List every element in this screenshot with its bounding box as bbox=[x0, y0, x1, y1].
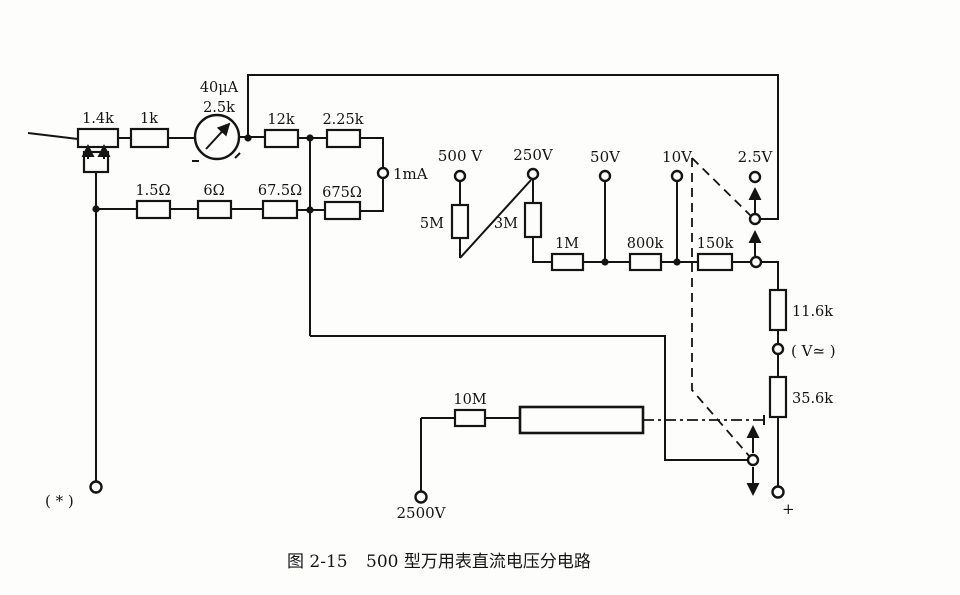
resistor-35.6k-label: 35.6k bbox=[792, 391, 833, 407]
meter-resistance-label: 2.5k bbox=[203, 100, 235, 116]
resistor-5m-body bbox=[450, 203, 470, 240]
resistor-675ohm-label: 675Ω bbox=[322, 185, 362, 201]
resistor-1.4k-label: 1.4k bbox=[82, 111, 114, 127]
terminal-2.5v-label: 2.5V bbox=[738, 148, 774, 166]
wire-3m-branch bbox=[532, 179, 552, 263]
resistor-12k-body bbox=[263, 128, 300, 149]
terminal-50v-label: 50V bbox=[590, 148, 621, 166]
terminal-plus-label: + bbox=[782, 500, 795, 518]
resistor-10m-body bbox=[453, 408, 487, 428]
resistor-1.5ohm-body bbox=[135, 199, 172, 220]
resistor-2.25k-label: 2.25k bbox=[322, 112, 363, 128]
terminal-50v bbox=[598, 169, 612, 183]
meter-polarity-mark-right bbox=[234, 152, 241, 159]
resistor-12k-label: 12k bbox=[267, 112, 294, 128]
resistor-1m-label: 1M bbox=[555, 236, 579, 252]
terminal-250v-label: 250V bbox=[513, 146, 554, 164]
resistor-6ohm-body bbox=[196, 199, 233, 220]
resistor-1m-body bbox=[550, 252, 585, 272]
terminal-common-label: ( * ) bbox=[45, 492, 74, 510]
resistor-800k-label: 800k bbox=[627, 236, 664, 252]
hv-resistor-body bbox=[518, 405, 645, 435]
selector-wiper-2.5v bbox=[748, 212, 762, 226]
resistor-67.5ohm-label: 67.5Ω bbox=[258, 183, 302, 199]
switch-arm-500v-250v bbox=[459, 179, 532, 259]
terminal-2500v-label: 2500V bbox=[396, 504, 446, 522]
resistor-6ohm-label: 6Ω bbox=[203, 183, 224, 199]
resistor-800k-body bbox=[628, 252, 663, 272]
terminal-1ma bbox=[376, 166, 390, 180]
terminal-10v-label: 10V bbox=[662, 148, 693, 166]
terminal-1ma-label: 1mA bbox=[393, 165, 428, 183]
terminal-500v bbox=[453, 169, 467, 183]
resistor-1.5ohm-label: 1.5Ω bbox=[135, 183, 170, 199]
resistor-2.25k-body bbox=[325, 128, 362, 149]
figure-caption-number: 图 2-15 bbox=[287, 552, 348, 572]
terminal-plus bbox=[771, 485, 785, 499]
terminal-common-star bbox=[89, 480, 103, 494]
resistor-11.6k-body bbox=[768, 288, 788, 332]
junction-circle-150k-out bbox=[749, 255, 763, 269]
resistor-67.5ohm-body bbox=[261, 199, 299, 220]
resistor-11.6k-label: 11.6k bbox=[792, 304, 833, 320]
resistor-1k-body bbox=[129, 127, 170, 149]
resistor-1k-label: 1k bbox=[140, 111, 158, 127]
resistor-3m-body bbox=[523, 201, 543, 239]
resistor-3m-label: 3M bbox=[494, 216, 518, 232]
terminal-vdc-label: ( V≃ ) bbox=[791, 342, 836, 360]
terminal-2500v bbox=[414, 490, 428, 504]
input-lead-wire bbox=[27, 132, 79, 140]
terminal-vdc bbox=[771, 342, 785, 356]
selector-wiper-bottom bbox=[746, 453, 760, 467]
junction-dot-shunt bbox=[306, 206, 314, 214]
resistor-675ohm-body bbox=[323, 200, 362, 221]
meter-needle-icon bbox=[205, 122, 231, 150]
resistor-35.6k-body bbox=[768, 375, 788, 419]
terminal-10v bbox=[670, 169, 684, 183]
terminal-2.5v bbox=[748, 170, 762, 184]
wire-r225k-1ma-loop bbox=[298, 137, 384, 212]
terminal-250v bbox=[526, 167, 540, 181]
meter-current-label: 40μA bbox=[200, 80, 239, 96]
resistor-5m-label: 5M bbox=[420, 216, 444, 232]
terminal-500v-label: 500 V bbox=[438, 147, 483, 165]
resistor-150k-body bbox=[696, 252, 734, 272]
resistor-1.4k-body bbox=[76, 127, 120, 149]
selector-dashed-path-upper bbox=[691, 157, 752, 217]
wire-bus-3 bbox=[732, 261, 779, 290]
middle-routing-wire bbox=[310, 335, 748, 461]
resistor-150k-label: 150k bbox=[697, 236, 734, 252]
selector-dashed-path-lower bbox=[691, 158, 751, 458]
resistor-10m-label: 10M bbox=[453, 392, 486, 408]
figure-caption-title: 500 型万用表直流电压分电路 bbox=[366, 552, 591, 572]
